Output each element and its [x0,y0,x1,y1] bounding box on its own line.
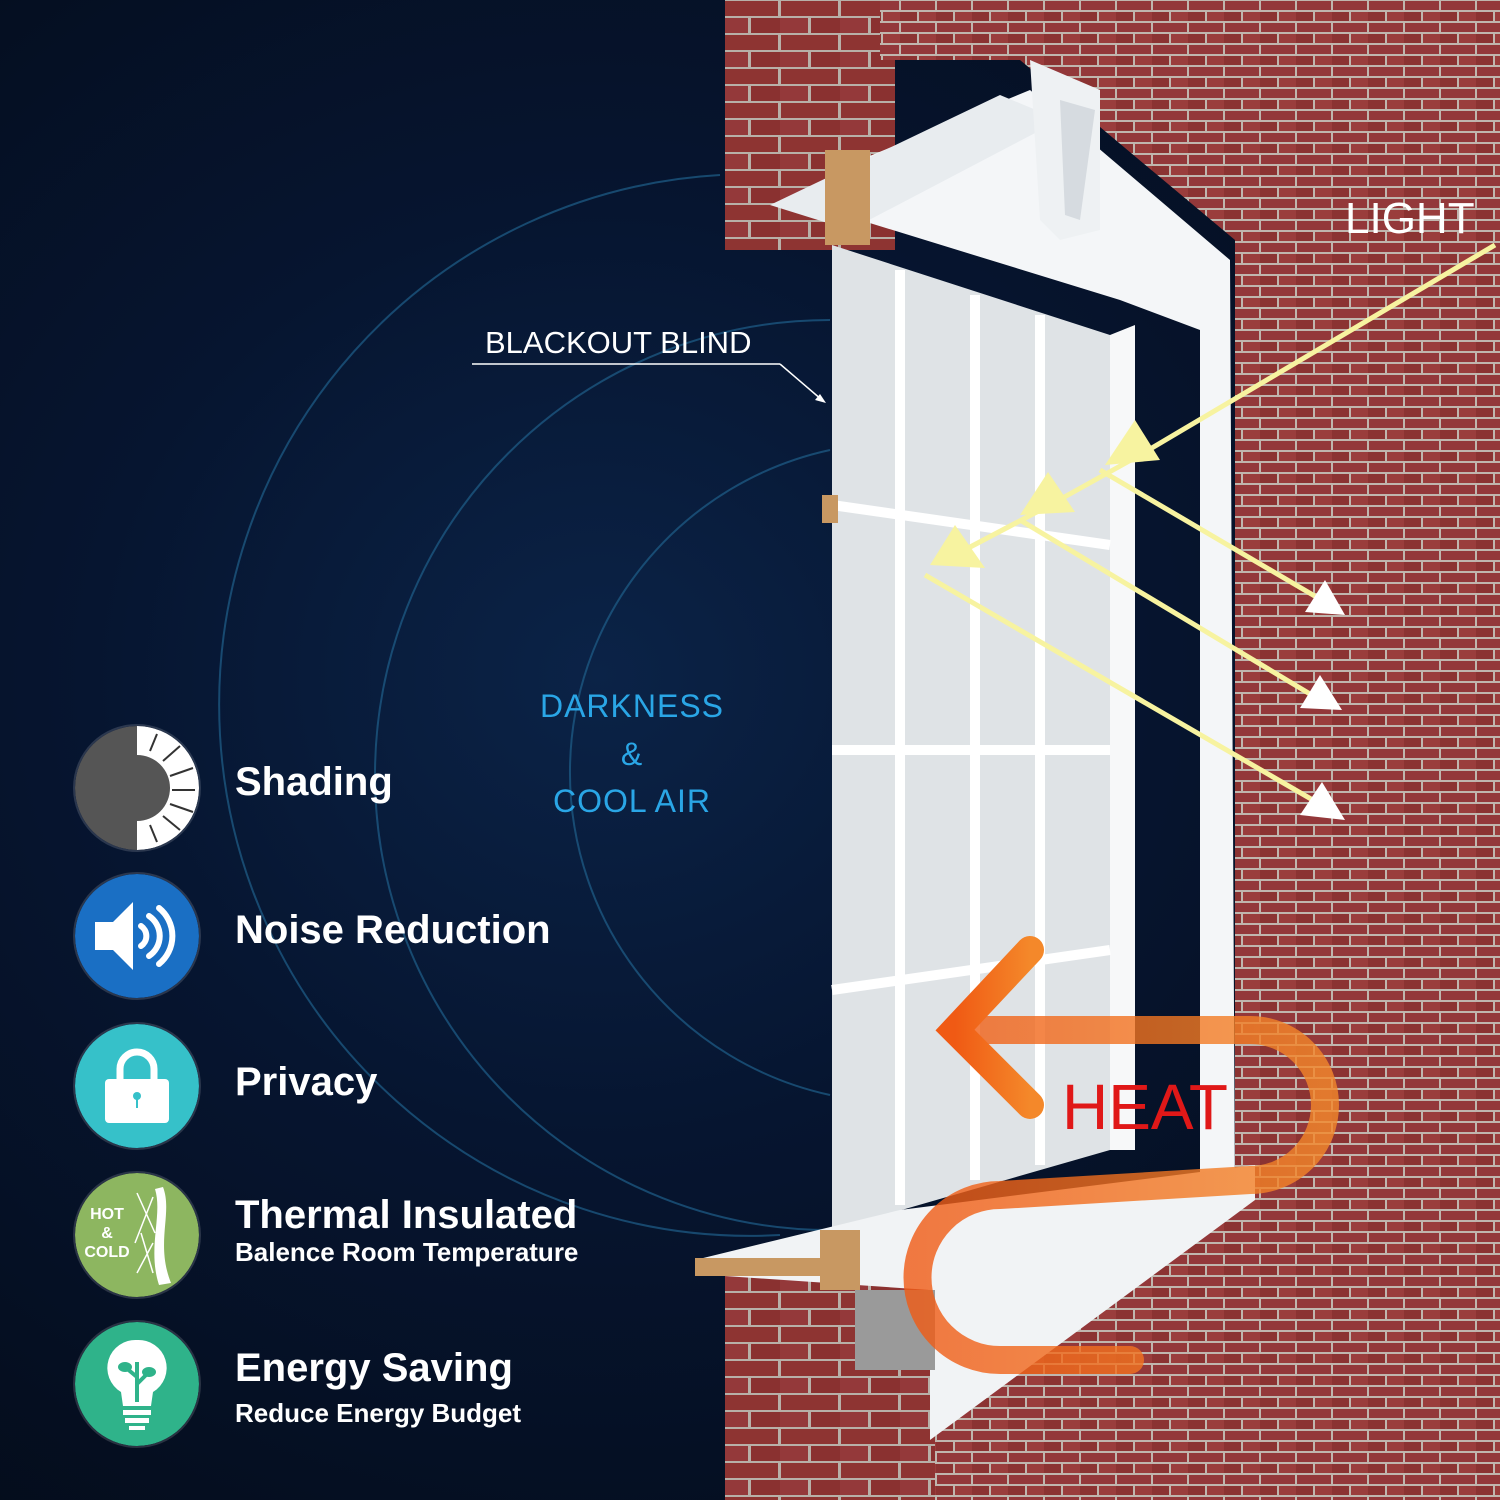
brick-wall-facade [880,0,1500,1500]
svg-text:&: & [101,1225,113,1242]
svg-text:HOT: HOT [90,1206,124,1223]
light-label: LIGHT [1345,194,1475,243]
feature-shading: Shading [75,726,695,852]
feature-title: Shading [235,760,393,804]
darkness-label: DARKNESS [539,688,725,724]
feature-thermal-insulated: HOT & COLD Thermal Insulated Balence Room … [75,1173,695,1299]
feature-subtitle: Reduce Energy Budget [235,1398,522,1428]
feature-title: Thermal Insulated [235,1193,578,1237]
feature-privacy: Privacy [75,1024,695,1150]
blackout-blind-label: BLACKOUT BLIND [485,325,752,360]
cool-air-label: COOL AIR [553,783,711,819]
reflected-arrowheads [1300,580,1345,820]
feature-title: Privacy [235,1060,378,1104]
feature-title: Noise Reduction [235,908,551,952]
feature-noise-reduction: Noise Reduction [75,874,695,1000]
light-arrowheads [930,420,1160,568]
sound-waves [218,174,831,1237]
svg-text:COLD: COLD [84,1244,129,1261]
light-rays [923,242,1497,813]
hot-cold-icon: HOT & COLD [75,1173,199,1297]
speaker-icon [75,874,199,998]
lock-icon [75,1024,199,1148]
feature-subtitle: Balence Room Temperature [235,1237,579,1267]
lightbulb-leaf-icon [75,1322,199,1446]
heat-label: HEAT [1062,1071,1228,1143]
ampersand-label: & [620,736,644,772]
heat-arrow [903,936,1339,1374]
blind-pointer-line [472,363,823,401]
shading-icon [75,726,199,850]
feature-energy-saving: Energy Saving Reduce Energy Budget [75,1322,695,1448]
feature-title: Energy Saving [235,1346,513,1390]
